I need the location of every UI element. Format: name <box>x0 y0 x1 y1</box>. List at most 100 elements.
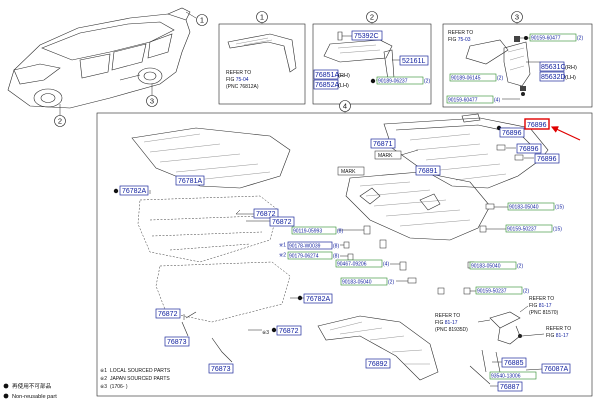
part-76851A[interactable]: 76851A (RH) <box>313 69 350 80</box>
part-76872-b[interactable]: 76872 <box>269 216 295 227</box>
part-90159-60477-b[interactable]: 90159-60477 (4) <box>446 95 500 104</box>
part-90189-06237[interactable]: 90189-06237 (2) <box>370 76 431 85</box>
svg-text:52161L: 52161L <box>402 58 425 65</box>
part-85631C-side: (RH) <box>565 65 577 71</box>
panel-2-header: 2 <box>370 13 374 22</box>
part-76885[interactable]: 76885 <box>501 357 527 368</box>
lower-garnish-drawing <box>317 315 439 381</box>
part-90467-09206[interactable]: 90467-09206 (4) <box>335 259 389 268</box>
svg-text:90183-05040: 90183-05040 <box>471 264 501 270</box>
part-90183-05040-c[interactable]: 90183-05040 (2) <box>340 277 394 286</box>
svg-text:90467-09206: 90467-09206 <box>337 262 367 268</box>
part-52161L[interactable]: 52161L <box>399 55 429 66</box>
part-76873-b[interactable]: 76873 <box>208 363 234 374</box>
part-76851A-side: (RH) <box>338 73 350 79</box>
part-90189-06145[interactable]: 90189-06145 (2) <box>449 73 503 82</box>
part-90179-06274[interactable]: ※2 90179-06274 (8) <box>279 251 339 260</box>
part-76891[interactable]: 76891 <box>415 165 441 176</box>
callout-2-label: 2 <box>58 117 62 126</box>
legend-text-3: (1706- ) <box>110 384 128 390</box>
part-76896-c[interactable]: 76896 <box>516 143 542 154</box>
svg-text:76885: 76885 <box>504 360 524 367</box>
legend-text-1: LOCAL SOURCED PARTS <box>110 368 171 374</box>
part-76852A[interactable]: 76852A (LH) <box>313 79 349 90</box>
refer-b-fig-link[interactable]: 81-17 <box>445 320 458 326</box>
part-76873-a[interactable]: 76873 <box>164 336 190 347</box>
part-90183-c-qty: (2) <box>388 280 394 286</box>
svg-text:76087A: 76087A <box>544 366 568 373</box>
part-90119-05993[interactable]: 90119-05993 (8) <box>291 226 343 235</box>
non-reusable-en: Non-reusable part <box>12 394 57 400</box>
part-90189-06145-qty: (2) <box>497 76 503 82</box>
part-76896-b[interactable]: 76896 <box>499 127 525 138</box>
svg-text:76872: 76872 <box>272 219 292 226</box>
svg-text:76851A: 76851A <box>315 72 339 79</box>
svg-text:76891: 76891 <box>418 168 438 175</box>
part-76896-d[interactable]: 76896 <box>534 153 560 164</box>
legend-text-2: JAPAN SOURCED PARTS <box>110 376 170 382</box>
part-90159-60477-a[interactable]: 90159-60477 (2) <box>524 33 583 42</box>
part-75392C[interactable]: 75392C <box>351 30 383 41</box>
part-76887[interactable]: 76887 <box>497 381 523 392</box>
part-90178-W0039[interactable]: ※1 90178-W0039 (8) <box>279 241 339 250</box>
part-76782A-b[interactable]: 76782A <box>297 293 333 304</box>
legend-mark-2: ※2 <box>100 376 107 382</box>
callout-3-label: 3 <box>150 97 154 106</box>
part-90178-qty: (8) <box>333 244 339 250</box>
part-85631C[interactable]: 85631C (RH) <box>539 61 577 72</box>
legend-mark-1: ※1 <box>100 368 107 374</box>
part-90159-50237-a[interactable]: 90159-50237 (15) <box>505 224 562 233</box>
part-90159-50237-b[interactable]: 90159-50237 (2) <box>475 286 529 295</box>
part-76896-top[interactable]: 76896 <box>524 118 550 130</box>
svg-text:76852A: 76852A <box>315 82 339 89</box>
part-76087A[interactable]: 76087A <box>541 363 571 374</box>
svg-text:76896: 76896 <box>519 146 539 153</box>
part-76872-c[interactable]: 76872 <box>155 308 181 319</box>
callout-1[interactable]: 1 <box>196 14 208 26</box>
svg-text:※3: ※3 <box>262 330 269 336</box>
part-93540-13006[interactable]: 93540-13006 <box>489 371 537 380</box>
part-90183-b-qty: (2) <box>517 264 523 270</box>
panel-1-refer-fig-link[interactable]: 75-04 <box>236 77 249 83</box>
panel-1-header: 1 <box>260 13 264 22</box>
part-76871[interactable]: 76871 <box>370 138 396 149</box>
svg-text:90159-60477: 90159-60477 <box>531 36 561 42</box>
callout-2[interactable]: 2 <box>54 115 66 127</box>
part-76782A-a[interactable]: 76782A <box>113 185 149 196</box>
panel-1-refer-pnc: (PNC 76812A) <box>226 84 259 90</box>
panel-3: 3 REFER TO FIG 75-03 <box>442 11 593 108</box>
mark-label-2: MARK <box>337 166 365 176</box>
part-90183-a-qty: (15) <box>555 205 564 211</box>
panel-4: 4 <box>96 100 593 397</box>
svg-text:76782A: 76782A <box>122 188 146 195</box>
part-90179-qty: (8) <box>333 254 339 260</box>
panel-1-refer-fig-line: FIG 75-04 <box>226 77 249 83</box>
part-76872-d[interactable]: 76872 <box>271 325 302 336</box>
svg-text:76873: 76873 <box>167 339 187 346</box>
refer-a-text: REFER TO <box>529 296 554 302</box>
part-85632D[interactable]: 85632D (LH) <box>539 71 576 82</box>
part-90189-06237-qty: (2) <box>424 79 430 85</box>
svg-text:76872: 76872 <box>256 211 276 218</box>
panel-3-refer-text: REFER TO <box>448 30 473 36</box>
svg-text:76896: 76896 <box>502 130 522 137</box>
svg-text:76872: 76872 <box>279 328 299 335</box>
part-90159-b-qty: (2) <box>523 289 529 295</box>
harness-drawing <box>469 311 522 385</box>
svg-text:93540-13006: 93540-13006 <box>491 374 521 380</box>
part-76892[interactable]: 76892 <box>365 358 391 369</box>
svg-text:85632D: 85632D <box>541 74 566 81</box>
part-76872-a[interactable]: 76872 <box>253 208 279 219</box>
part-90183-05040-b[interactable]: 90183-05040 (2) <box>469 261 523 270</box>
part-76781A[interactable]: 76781A <box>175 175 205 186</box>
refer-b-pnc: (PNC 81935D) <box>435 327 468 333</box>
part-90159-a-qty: (15) <box>553 227 562 233</box>
refer-c-fig-link[interactable]: 81-17 <box>556 333 569 339</box>
callout-1-label: 1 <box>200 16 204 25</box>
refer-a-fig-link[interactable]: 81-17 <box>539 303 552 309</box>
part-90183-05040-a[interactable]: 90183-05040 (15) <box>507 202 564 211</box>
panel-3-refer-fig-link[interactable]: 75-03 <box>458 37 471 43</box>
callout-3[interactable]: 3 <box>146 95 158 107</box>
part-85632D-side: (LH) <box>565 75 576 81</box>
svg-text:90179-06274: 90179-06274 <box>289 254 319 260</box>
